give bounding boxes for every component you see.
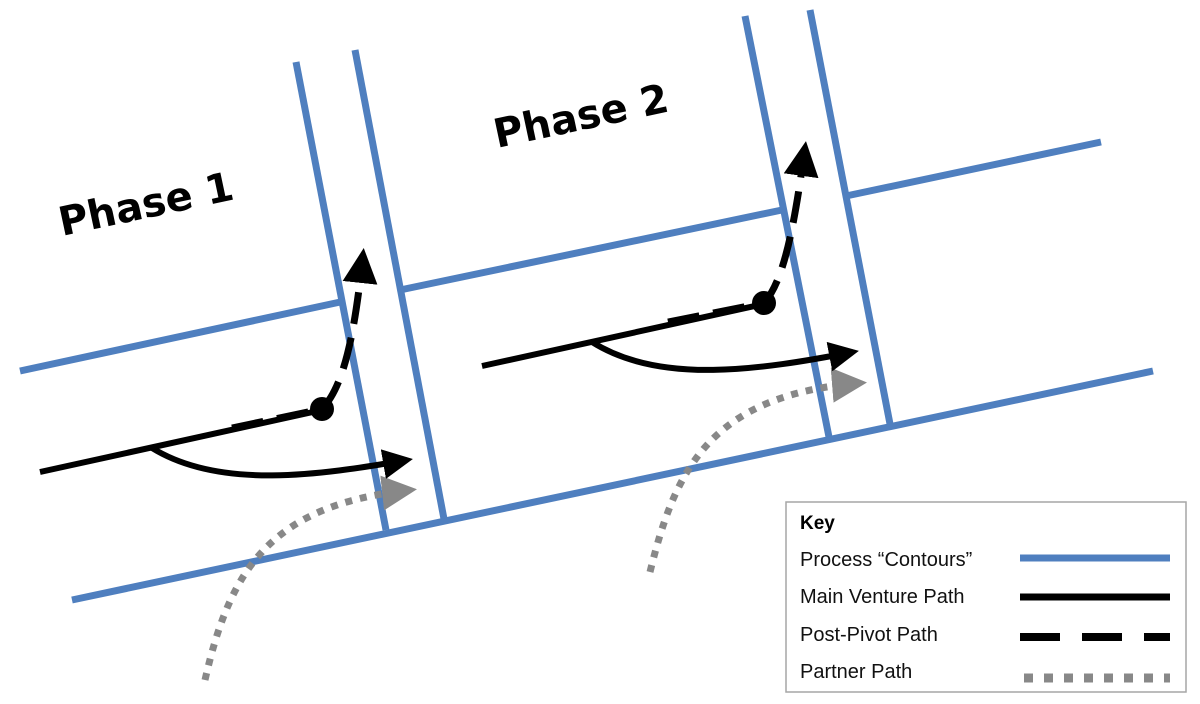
phase1-post-pivot-path — [231, 248, 378, 432]
contour-boundary-2a — [741, 15, 833, 438]
process-contours — [19, 9, 1154, 604]
phase1-partner-path — [201, 475, 417, 681]
phase1-main-path — [39, 407, 323, 475]
contour-boundary-1b — [351, 49, 448, 520]
phase1-label: Phase 1 — [55, 164, 238, 246]
legend-title: Key — [800, 513, 835, 534]
legend-item-label-main: Main Venture Path — [800, 586, 965, 608]
phase2-label: Phase 2 — [490, 76, 673, 158]
contour-phase2-top — [399, 206, 783, 294]
phase2-main-branch — [590, 339, 859, 373]
contour-phase3-top — [845, 138, 1102, 200]
phase2-partner-path — [646, 367, 867, 573]
phase1-paths — [39, 248, 417, 681]
legend-item-label-partner: Partner Path — [800, 661, 912, 683]
legend-item-label-pivot: Post-Pivot Path — [800, 624, 938, 646]
phase2-post-pivot-path — [667, 141, 819, 326]
phase1-main-branch — [150, 445, 413, 479]
phase2-paths — [481, 141, 867, 573]
contour-boundary-2b — [806, 9, 894, 425]
contour-phase1-top — [19, 297, 346, 375]
contour-boundary-1a — [292, 61, 390, 531]
contour-bottom — [71, 367, 1154, 604]
legend: Key Process “Contours” Main Venture Path… — [785, 501, 1187, 693]
legend-item-label-contours: Process “Contours” — [800, 549, 972, 571]
